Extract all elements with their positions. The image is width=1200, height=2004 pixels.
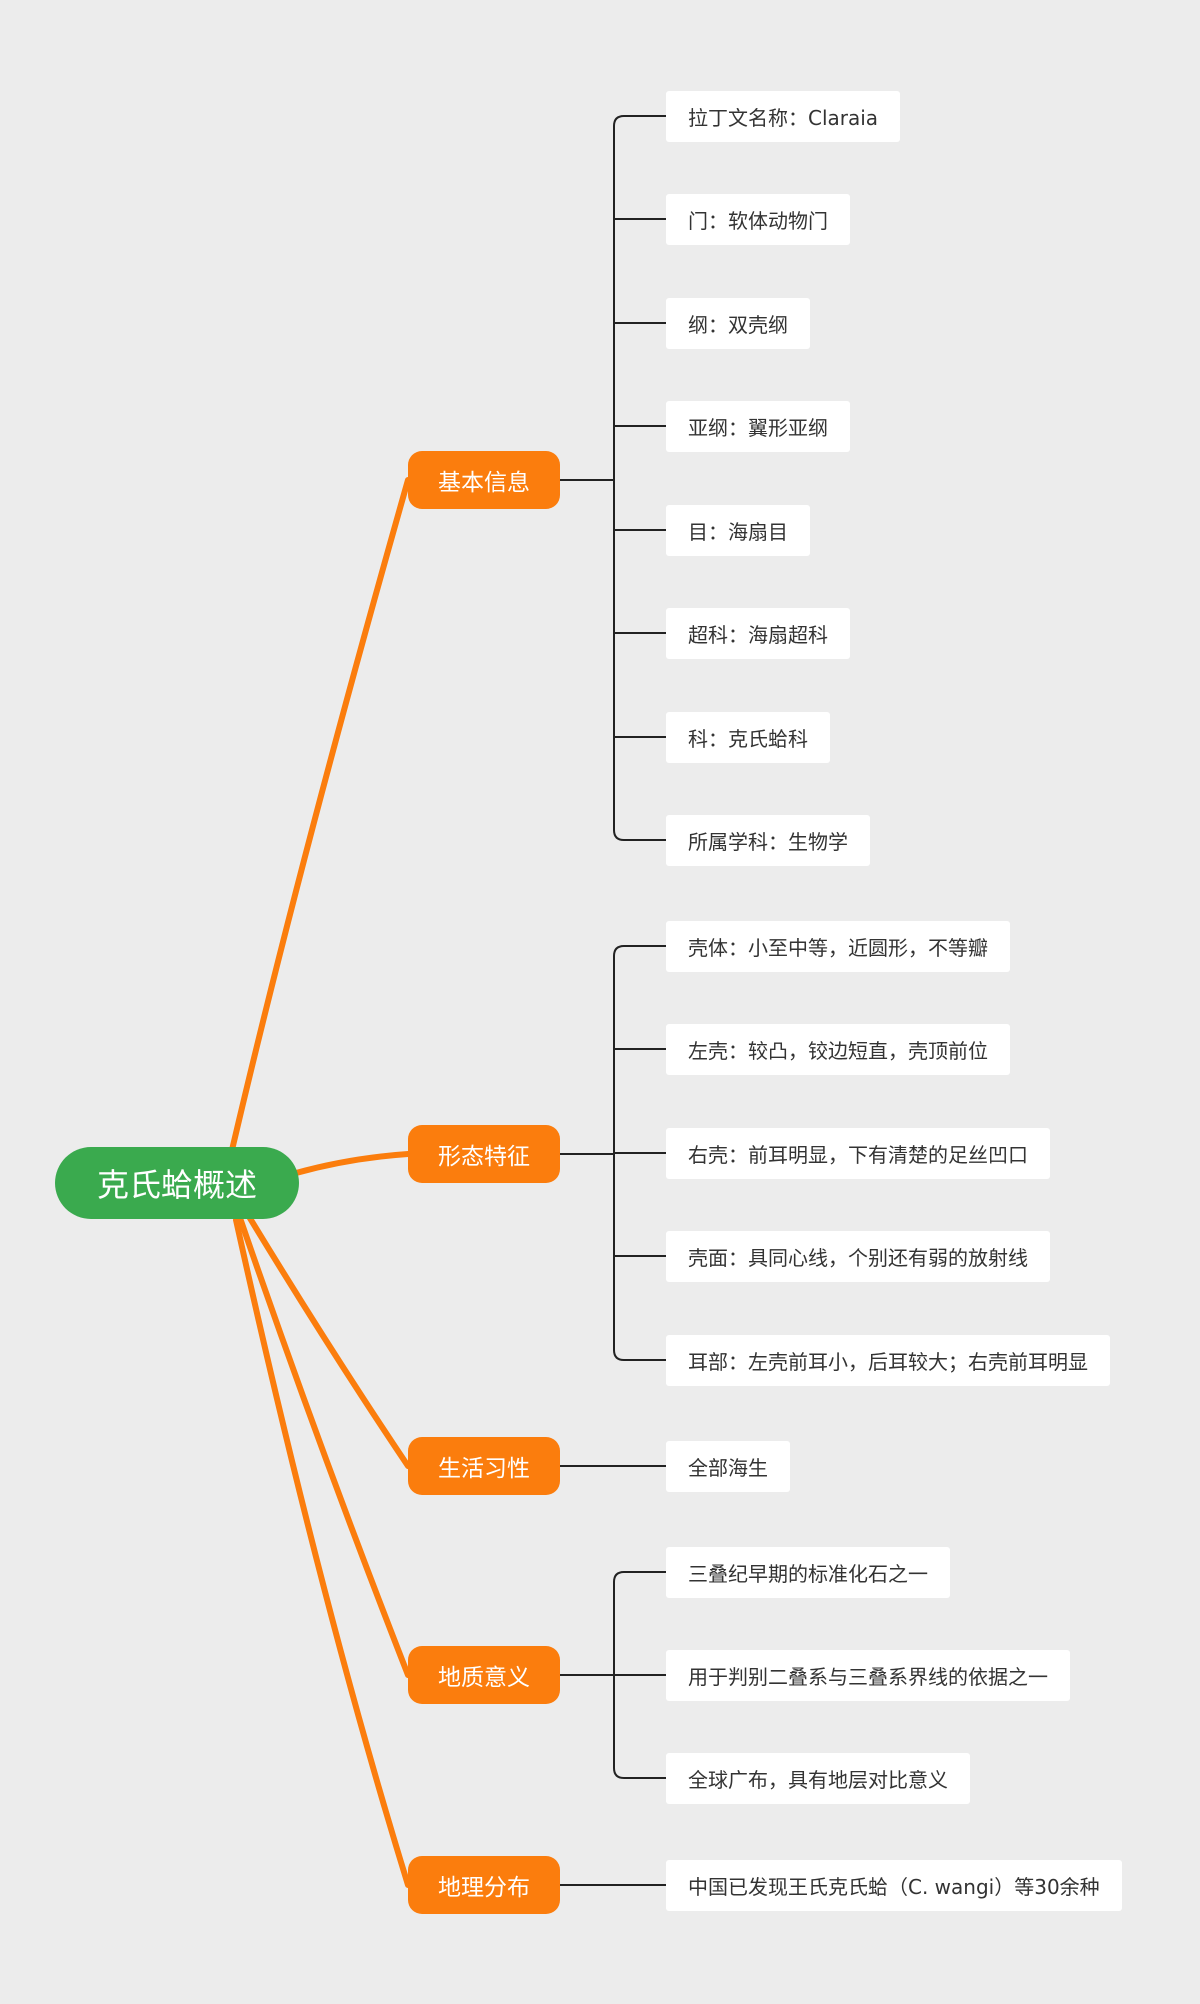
leaf-label: 科：克氏蛤科 xyxy=(688,727,808,751)
leaf-node[interactable]: 全球广布，具有地层对比意义 xyxy=(666,1753,970,1804)
leaf-label: 亚纲：翼形亚纲 xyxy=(688,416,828,440)
leaf-label: 三叠纪早期的标准化石之一 xyxy=(688,1562,928,1586)
branch-label: 形态特征 xyxy=(438,1144,530,1170)
leaf-node[interactable]: 亚纲：翼形亚纲 xyxy=(666,401,850,452)
leaf-node[interactable]: 中国已发现王氏克氏蛤（C. wangi）等30余种 xyxy=(666,1860,1122,1911)
leaf-label: 壳体：小至中等，近圆形，不等瓣 xyxy=(688,936,988,960)
leaf-label: 耳部：左壳前耳小，后耳较大；右壳前耳明显 xyxy=(688,1350,1088,1374)
leaf-label: 左壳：较凸，铰边短直，壳顶前位 xyxy=(688,1039,988,1063)
root-branch-connector xyxy=(237,1215,411,1678)
leaf-node[interactable]: 用于判别二叠系与三叠系界线的依据之一 xyxy=(666,1650,1070,1701)
root-node-label: 克氏蛤概述 xyxy=(96,1166,257,1204)
root-branch-connector xyxy=(245,1212,411,1469)
leaf-node[interactable]: 超科：海扇超科 xyxy=(666,608,850,659)
leaf-node[interactable]: 三叠纪早期的标准化石之一 xyxy=(666,1547,950,1598)
branch-label: 地质意义 xyxy=(438,1665,530,1691)
leaf-node[interactable]: 壳体：小至中等，近圆形，不等瓣 xyxy=(666,921,1010,972)
branch-node-morphology[interactable]: 形态特征 xyxy=(408,1125,560,1183)
leaf-node[interactable]: 门：软体动物门 xyxy=(666,194,850,245)
leaf-node[interactable]: 目：海扇目 xyxy=(666,505,810,556)
bracket-arm xyxy=(613,829,666,841)
leaf-label: 所属学科：生物学 xyxy=(688,830,848,854)
root-branch-connector xyxy=(233,1217,411,1888)
bracket-arm xyxy=(613,1349,666,1361)
leaf-label: 全球广布，具有地层对比意义 xyxy=(688,1768,948,1792)
leaf-node[interactable]: 拉丁文名称：Claraia xyxy=(666,91,901,142)
root-branch-connector xyxy=(229,477,411,1153)
root-branch-connector xyxy=(293,1151,411,1176)
leaf-label: 门：软体动物门 xyxy=(688,209,828,233)
leaf-label: 拉丁文名称：Claraia xyxy=(688,106,879,130)
leaf-node[interactable]: 壳面：具同心线，个别还有弱的放射线 xyxy=(666,1231,1050,1282)
leaf-node[interactable]: 左壳：较凸，铰边短直，壳顶前位 xyxy=(666,1024,1010,1075)
bracket-arm xyxy=(613,115,666,127)
leaf-label: 超科：海扇超科 xyxy=(688,623,828,647)
leaf-node[interactable]: 纲：双壳纲 xyxy=(666,298,810,349)
root-node[interactable]: 克氏蛤概述 xyxy=(55,1147,299,1219)
bracket-arm xyxy=(613,1767,666,1779)
leaf-label: 壳面：具同心线，个别还有弱的放射线 xyxy=(688,1246,1028,1270)
bracket-arm xyxy=(613,945,666,957)
leaf-label: 目：海扇目 xyxy=(688,520,788,544)
leaf-node[interactable]: 所属学科：生物学 xyxy=(666,815,870,866)
branch-node-basic-info[interactable]: 基本信息 xyxy=(408,451,560,509)
branch-label: 基本信息 xyxy=(438,470,530,496)
branch-node-geology[interactable]: 地质意义 xyxy=(408,1646,560,1704)
leaf-node[interactable]: 全部海生 xyxy=(666,1441,790,1492)
bracket-arm xyxy=(613,1571,666,1583)
branch-label: 地理分布 xyxy=(438,1875,530,1901)
leaf-node[interactable]: 右壳：前耳明显，下有清楚的足丝凹口 xyxy=(666,1128,1050,1179)
leaf-label: 全部海生 xyxy=(688,1456,768,1480)
leaf-node[interactable]: 耳部：左壳前耳小，后耳较大；右壳前耳明显 xyxy=(666,1335,1110,1386)
leaf-label: 右壳：前耳明显，下有清楚的足丝凹口 xyxy=(688,1143,1028,1167)
leaf-label: 纲：双壳纲 xyxy=(688,313,788,337)
leaf-node[interactable]: 科：克氏蛤科 xyxy=(666,712,830,763)
branch-node-habit[interactable]: 生活习性 xyxy=(408,1437,560,1495)
leaf-label: 用于判别二叠系与三叠系界线的依据之一 xyxy=(688,1665,1048,1689)
branch-label: 生活习性 xyxy=(438,1456,530,1482)
branch-node-distribution[interactable]: 地理分布 xyxy=(408,1856,560,1914)
leaf-label: 中国已发现王氏克氏蛤（C. wangi）等30余种 xyxy=(688,1875,1100,1899)
